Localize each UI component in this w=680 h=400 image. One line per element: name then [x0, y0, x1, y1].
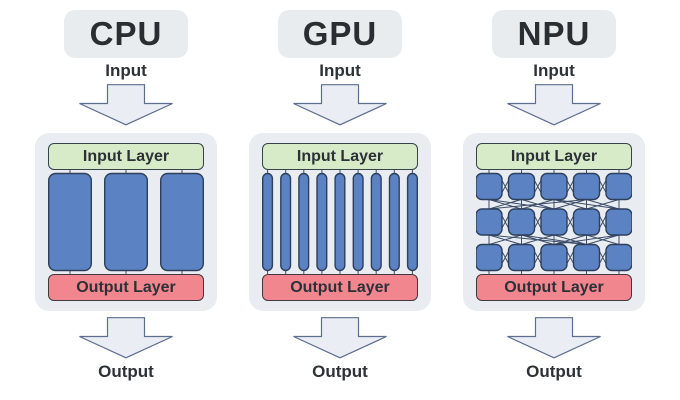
- column-gpu: GPU Input Input Layer Output Layer Outpu…: [249, 10, 431, 400]
- output-label-gpu: Output: [312, 362, 368, 381]
- input-layer-bar: Input Layer: [262, 143, 418, 170]
- output-layer-bar: Output Layer: [48, 274, 204, 301]
- down-arrow-icon: [78, 84, 174, 126]
- processing-units-npu: [476, 170, 632, 274]
- output-label-npu: Output: [526, 362, 582, 381]
- input-layer-bar: Input Layer: [48, 143, 204, 170]
- chip-title-cpu: CPU: [64, 10, 188, 58]
- input-label-npu: Input: [533, 61, 575, 80]
- chip-title-npu: NPU: [492, 10, 616, 58]
- column-npu: NPU Input Input Layer Output Layer Outpu…: [463, 10, 645, 400]
- output-label-cpu: Output: [98, 362, 154, 381]
- architecture-panel-gpu: Input Layer Output Layer: [249, 133, 431, 311]
- down-arrow-icon: [292, 317, 388, 359]
- architecture-panel-npu: Input Layer Output Layer: [463, 133, 645, 311]
- down-arrow-icon: [292, 84, 388, 126]
- processing-units-cpu: [48, 170, 204, 274]
- down-arrow-icon: [78, 317, 174, 359]
- down-arrow-icon: [506, 84, 602, 126]
- chip-title-gpu: GPU: [278, 10, 402, 58]
- input-label-gpu: Input: [319, 61, 361, 80]
- processing-units-gpu: [262, 170, 418, 274]
- output-layer-bar: Output Layer: [262, 274, 418, 301]
- input-layer-bar: Input Layer: [476, 143, 632, 170]
- output-layer-bar: Output Layer: [476, 274, 632, 301]
- architecture-panel-cpu: Input Layer Output Layer: [35, 133, 217, 311]
- column-cpu: CPU Input Input Layer Output Layer Outpu…: [35, 10, 217, 400]
- down-arrow-icon: [506, 317, 602, 359]
- input-label-cpu: Input: [105, 61, 147, 80]
